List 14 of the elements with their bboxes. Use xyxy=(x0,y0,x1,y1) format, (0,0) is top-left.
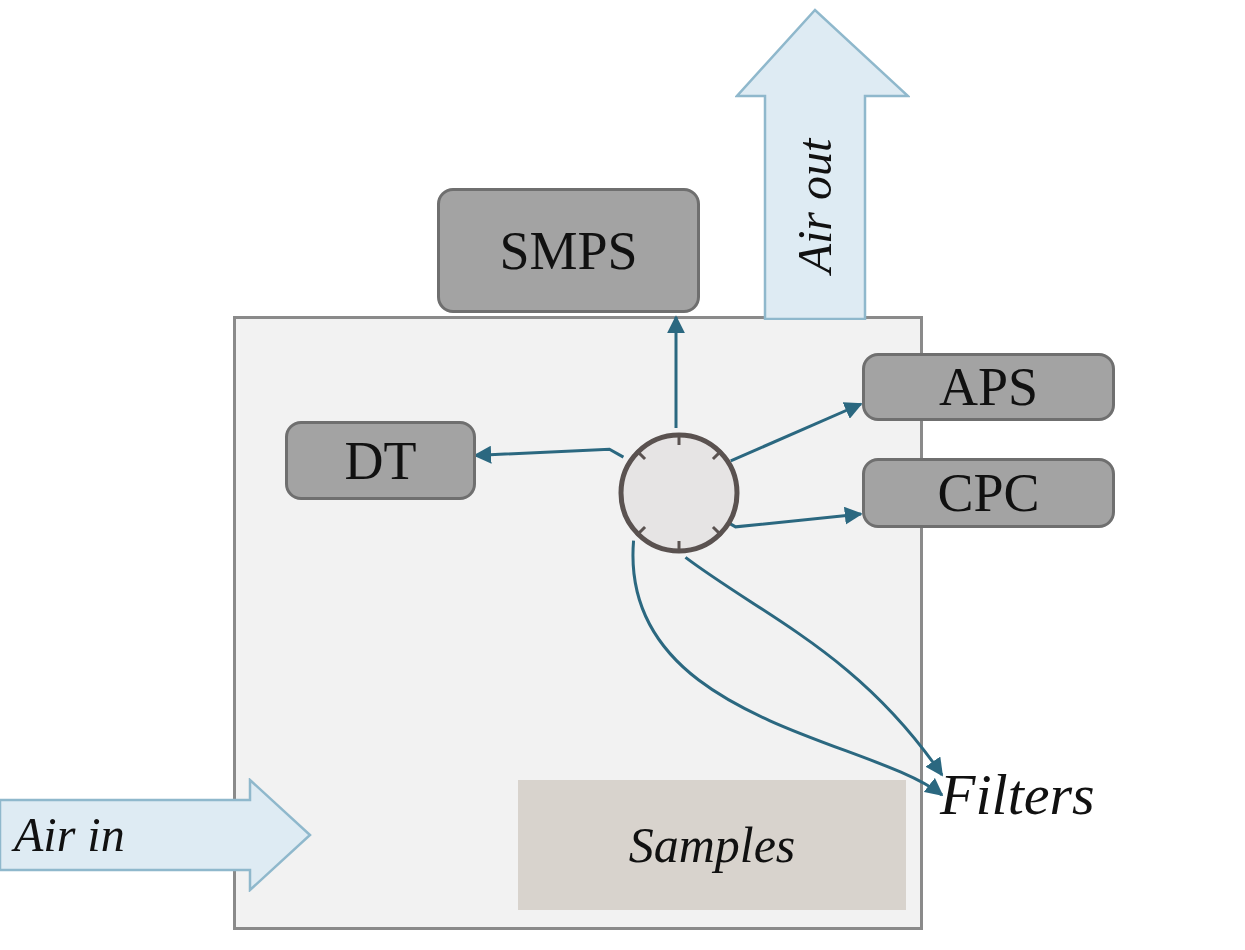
arrow xyxy=(684,556,944,777)
filters-label: Filters xyxy=(940,766,1095,824)
arrow xyxy=(632,540,944,797)
arrow xyxy=(667,315,685,428)
samples-area: Samples xyxy=(518,780,906,910)
arrow xyxy=(727,506,863,529)
chamber-outline xyxy=(233,316,923,930)
arrow-label: Air out xyxy=(791,138,839,274)
instrument-box: SMPS xyxy=(437,188,700,313)
arrow xyxy=(730,402,863,463)
instrument-box: APS xyxy=(862,353,1115,421)
arrow xyxy=(473,445,625,464)
instrument-box: DT xyxy=(285,421,476,500)
instrument-box: CPC xyxy=(862,458,1115,528)
